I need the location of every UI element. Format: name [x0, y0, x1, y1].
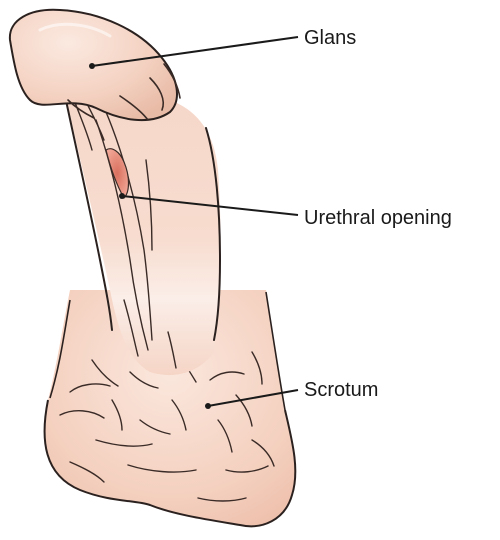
- label-urethral-opening: Urethral opening: [304, 208, 452, 228]
- scrotum-pointer-dot: [205, 403, 211, 409]
- label-glans: Glans: [304, 28, 356, 48]
- label-scrotum: Scrotum: [304, 380, 378, 400]
- urethral-opening-pointer-dot: [119, 193, 125, 199]
- glans-pointer-dot: [89, 63, 95, 69]
